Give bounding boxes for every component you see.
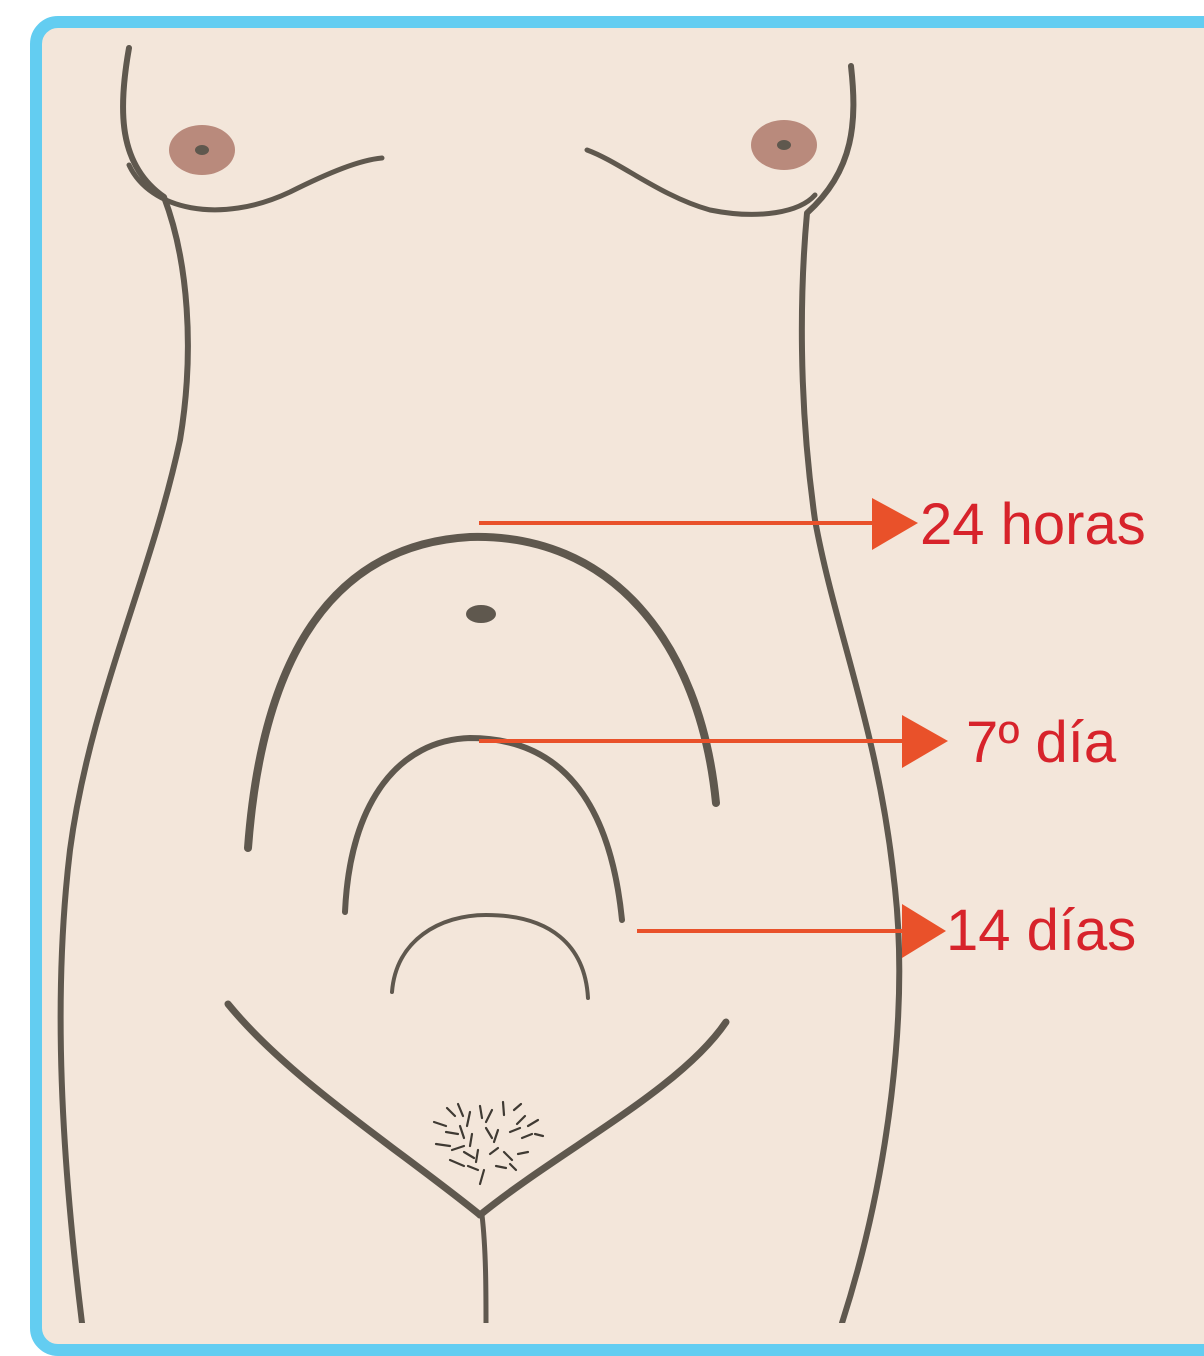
pubic-hair — [434, 1102, 543, 1184]
navel — [466, 605, 496, 623]
arrow-24h — [479, 498, 918, 550]
label-24-hours: 24 horas — [920, 496, 1146, 554]
groin-line-left — [228, 1004, 480, 1215]
uterine-involution-diagram — [0, 0, 1204, 1323]
body-outline-right — [802, 66, 899, 1323]
left-breast-outline — [129, 158, 382, 210]
uterus-outline-24h — [248, 537, 716, 848]
groin-line-right — [480, 1022, 726, 1215]
uterus-outline-14d — [392, 915, 588, 998]
inner-leg-line — [482, 1215, 486, 1323]
label-14-days: 14 días — [946, 902, 1136, 960]
body-outline-left — [61, 48, 188, 1323]
label-7th-day: 7º día — [966, 714, 1116, 772]
uterus-outline-7d — [345, 738, 622, 920]
